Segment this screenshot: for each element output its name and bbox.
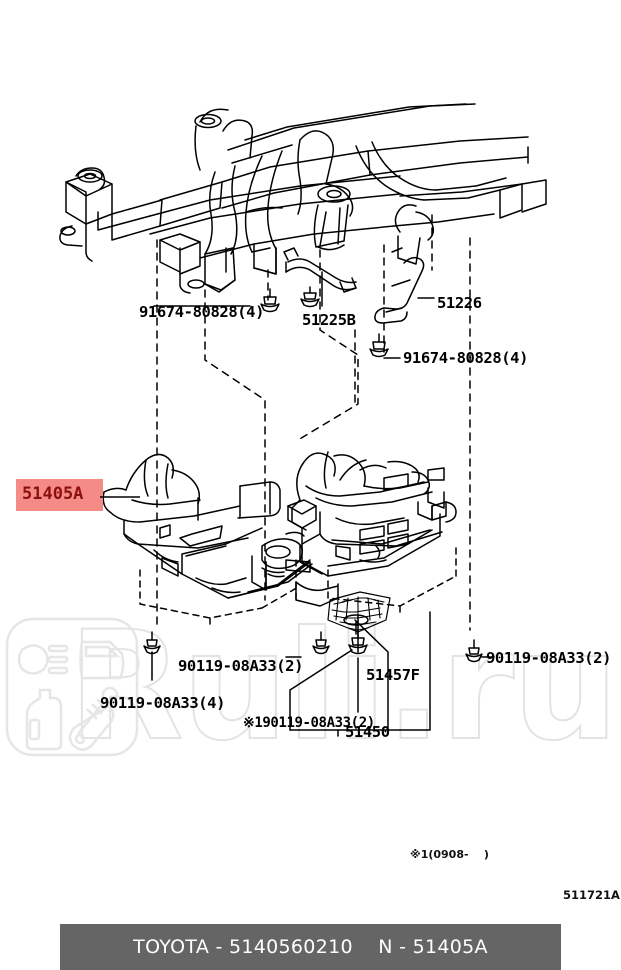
footer-part-reference: TOYOTA - 5140560210 N - 51405A	[133, 936, 488, 958]
footer-bar: TOYOTA - 5140560210 N - 51405A	[60, 924, 561, 970]
callout-90119-08a33-4[interactable]: 90119-08A33(4)	[100, 694, 226, 712]
diagram-footnote: ※1(0908- )	[410, 848, 489, 861]
parts-line-art	[59, 103, 547, 737]
highlighted-part-number: 51405A	[22, 484, 84, 504]
callout-51226[interactable]: 51226	[437, 294, 482, 312]
callout-90119-08a33-2-note[interactable]: ※190119-08A33(2)	[243, 715, 375, 731]
callout-51450[interactable]: 51450	[345, 723, 390, 741]
callout-91674-80828-left[interactable]: 91674-80828(4)	[139, 303, 265, 321]
callout-90119-08a33-2-right[interactable]: 90119-08A33(2)	[486, 649, 612, 667]
callout-90119-08a33-2-mid[interactable]: 90119-08A33(2)	[178, 657, 304, 675]
callout-51225b[interactable]: 51225B	[302, 311, 356, 329]
highlighted-part-badge[interactable]	[16, 479, 103, 511]
callout-91674-80828-right[interactable]: 91674-80828(4)	[403, 349, 529, 367]
diagram-sheet-id: 511721A	[563, 888, 620, 902]
highlighted-part-leader-line	[100, 496, 140, 498]
callout-51457f[interactable]: 51457F	[366, 666, 420, 684]
